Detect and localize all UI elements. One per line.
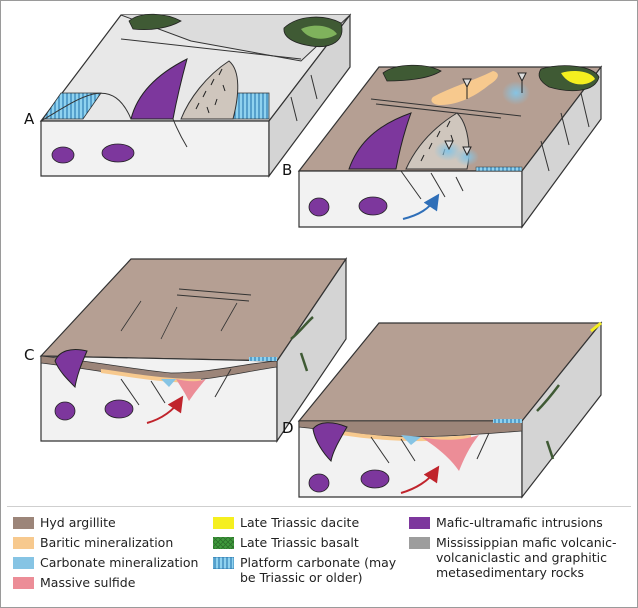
- panel-d-sulfide: [421, 435, 479, 471]
- panel-b-label: B: [282, 161, 292, 179]
- panel-b-front: [298, 170, 523, 228]
- panel-a-intrusion: [130, 58, 188, 120]
- argillite-swatch: [13, 517, 34, 529]
- legend-item-platform: Platform carbonate (may be Triassic or o…: [213, 555, 403, 585]
- legend-label: Late Triassic dacite: [240, 515, 360, 530]
- panel-d-label: D: [282, 419, 294, 437]
- carbonate-swatch: [13, 557, 34, 569]
- legend-label: Late Triassic basalt: [240, 535, 359, 550]
- legend-label: Platform carbonate (may be Triassic or o…: [240, 555, 397, 585]
- panel-c-sulfide: [176, 379, 206, 401]
- legend-item-sulfide: Massive sulfide: [13, 575, 135, 590]
- panel-d-fluid-arrow: [400, 465, 440, 494]
- legend-label: Baritic mineralization: [40, 535, 174, 550]
- mafic-swatch: [409, 517, 430, 529]
- legend-item-argillite: Hyd argillite: [13, 515, 116, 530]
- panel-b-side: [521, 65, 602, 229]
- panel-a-side: [268, 13, 351, 178]
- legend-item-carbonate: Carbonate mineralization: [13, 555, 198, 570]
- legend-label: Mississippian mafic volcanic-volcaniclas…: [436, 535, 617, 580]
- legend-label: Hyd argillite: [40, 515, 116, 530]
- panel-c: C: [24, 257, 348, 443]
- legend-label: Massive sulfide: [40, 575, 136, 590]
- panel-c-fluid-arrow: [146, 395, 184, 424]
- legend-item-baritic: Baritic mineralization: [13, 535, 173, 550]
- legend-item-mafic: Mafic-ultramafic intrusions: [409, 515, 603, 530]
- legend-label: Mafic-ultramafic intrusions: [436, 515, 603, 530]
- legend: Hyd argillite Baritic mineralization Car…: [7, 506, 631, 602]
- legend-item-basalt: Late Triassic basalt: [213, 535, 359, 550]
- mississippian-swatch: [409, 537, 430, 549]
- block-diagrams: A: [24, 13, 603, 499]
- sulfide-swatch: [13, 577, 34, 589]
- panel-a-basalt: [128, 13, 182, 30]
- panel-a-front: [40, 120, 270, 177]
- platform-swatch: [213, 557, 234, 569]
- panel-b-fluid-arrow: [402, 193, 440, 220]
- panel-d-side: [521, 321, 602, 499]
- panel-b-baritic: [431, 71, 498, 105]
- panel-c-side: [276, 257, 347, 443]
- dacite-swatch: [213, 517, 234, 529]
- panel-c-label: C: [24, 346, 34, 364]
- baritic-swatch: [13, 537, 34, 549]
- legend-label: Carbonate mineralization: [40, 555, 199, 570]
- panel-a: A: [24, 13, 352, 178]
- legend-item-mississippian: Mississippian mafic volcanic-volcaniclas…: [409, 535, 629, 580]
- legend-item-dacite: Late Triassic dacite: [213, 515, 359, 530]
- basalt-swatch: [213, 537, 234, 549]
- panel-d: D: [282, 321, 603, 499]
- panel-b: B: [282, 64, 603, 229]
- panel-a-label: A: [24, 110, 35, 128]
